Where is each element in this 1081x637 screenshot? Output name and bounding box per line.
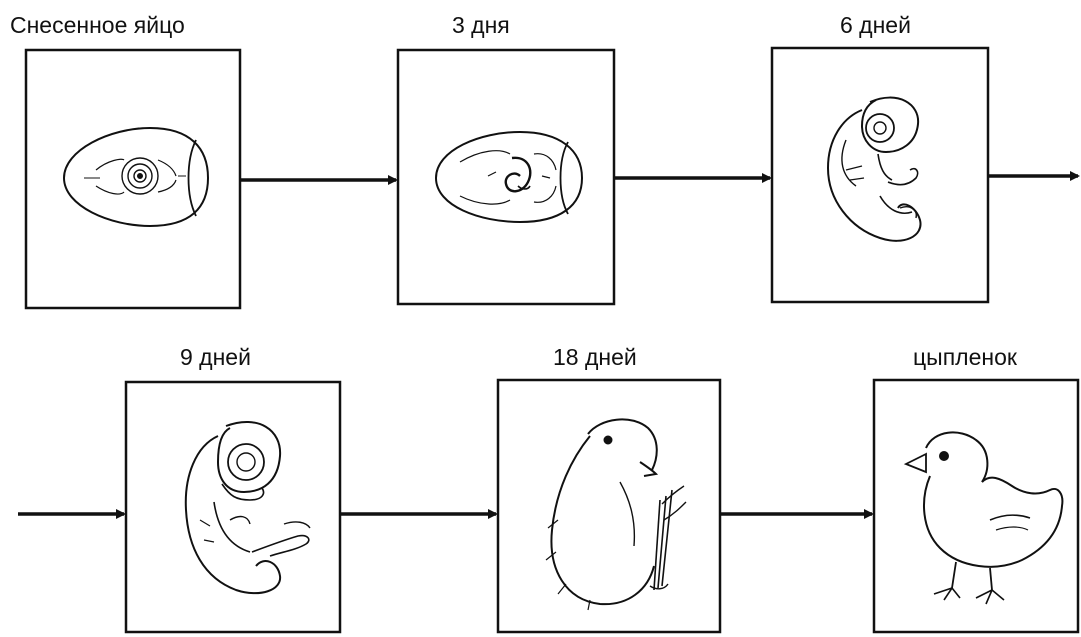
nine-day-embryo-drawing <box>184 421 311 595</box>
stage-label-6-days: 6 дней <box>840 12 911 38</box>
stage-label-3-days: 3 дня <box>452 12 510 38</box>
three-day-egg-drawing <box>434 130 584 224</box>
stage-box-chick <box>872 378 1080 634</box>
stage-label-18-days: 18 дней <box>553 344 637 370</box>
six-day-embryo-drawing <box>826 96 922 242</box>
stage-box-6-days <box>770 46 990 304</box>
stage-box-18-days <box>496 378 722 634</box>
stage-label-laid-egg: Снесенное яйцо <box>10 12 185 38</box>
eighteen-day-chick-drawing <box>545 418 687 611</box>
stage-label-9-days: 9 дней <box>180 344 251 370</box>
stage-label-chick: цыпленок <box>913 344 1017 370</box>
stage-box-laid-egg <box>24 48 242 310</box>
stage-box-9-days <box>124 380 342 634</box>
hatched-chick-drawing <box>903 431 1064 605</box>
laid-egg-drawing <box>62 126 210 228</box>
